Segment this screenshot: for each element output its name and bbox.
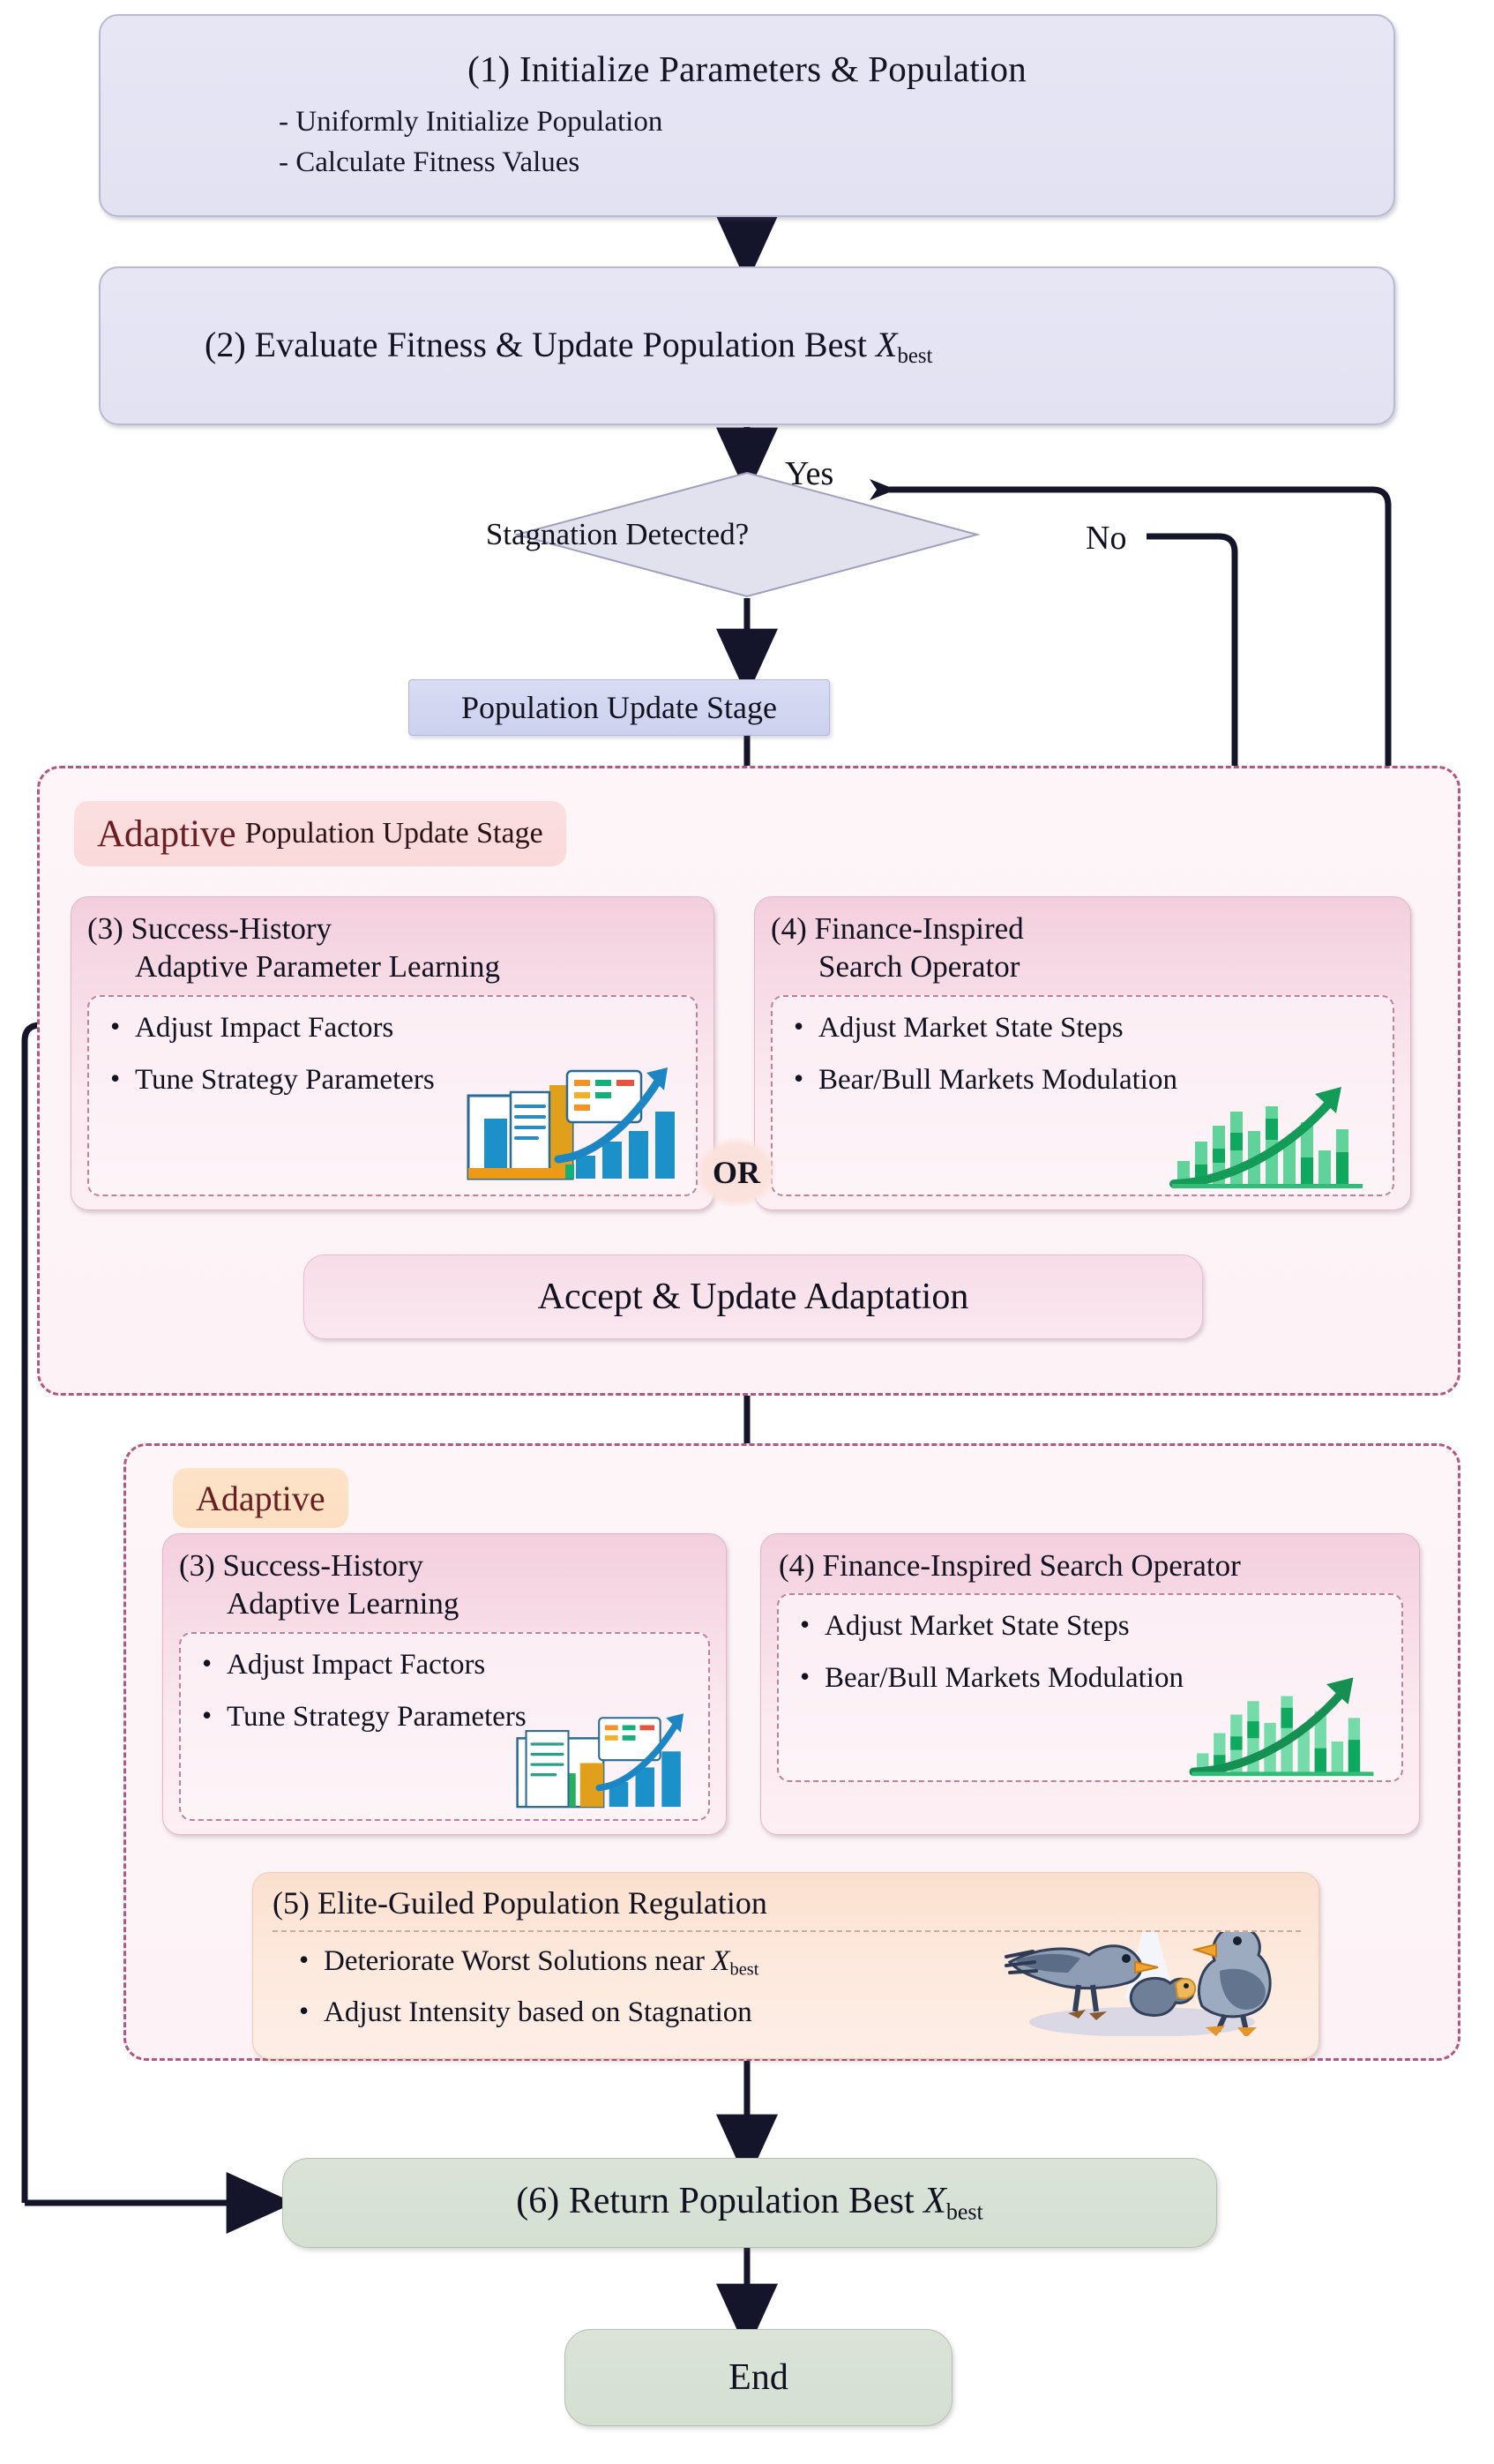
end-box[interactable]: End: [564, 2329, 952, 2426]
card-3a-bullets: Adjust Impact FactorsTune Strategy Param…: [105, 1008, 682, 1099]
card-3b-bullet: Adjust Impact Factors: [202, 1645, 694, 1684]
card-3b-body: Adjust Impact FactorsTune Strategy Param…: [179, 1631, 710, 1821]
end-label: End: [728, 2357, 788, 2398]
step-1-initialize-box[interactable]: (1) Initialize Parameters & Population -…: [99, 14, 1395, 217]
card-3a-heading: (3) Success-History Adaptive Parameter L…: [87, 911, 500, 985]
card-4-finance-inspired-b[interactable]: (4) Finance-Inspired Search Operator Adj…: [760, 1533, 1420, 1835]
section-2-chip-emphasis: Adaptive: [196, 1478, 325, 1518]
card-4b-bullet: Bear/Bull Markets Modulation: [800, 1659, 1387, 1697]
card-5-heading: (5) Elite-Guiled Population Regulation: [273, 1885, 767, 1921]
step-6-return-box[interactable]: (6) Return Population Best Xbest: [282, 2158, 1217, 2248]
card-3b-bullets: Adjust Impact FactorsTune Strategy Param…: [197, 1645, 694, 1736]
card-5-elite-guided-population-regulation[interactable]: (5) Elite-Guiled Population Regulation D…: [252, 1872, 1319, 2059]
step-1-bullet: - Calculate Fitness Values: [279, 146, 580, 178]
card-5-bullet-2: Adjust Intensity based on Stagnation: [299, 1993, 1301, 2032]
card-5-bullet-1: Deteriorate Worst Solutions near Xbest: [299, 1942, 1301, 1981]
or-badge: OR: [697, 1138, 776, 1207]
card-5-bullets: Deteriorate Worst Solutions near Xbest A…: [294, 1942, 1301, 2032]
card-3a-body: Adjust Impact FactorsTune Strategy Param…: [87, 994, 698, 1196]
step-1-title: (1) Initialize Parameters & Population: [467, 49, 1027, 90]
step-2-label: (2) Evaluate Fitness & Update Population…: [205, 324, 933, 368]
step-6-label: (6) Return Population Best Xbest: [516, 2181, 983, 2225]
decision-label: Stagnation Detected?: [485, 517, 750, 551]
card-3a-bullet: Tune Strategy Parameters: [110, 1060, 682, 1099]
yes-arrowhead: [870, 479, 896, 500]
card-3b-bullet: Tune Strategy Parameters: [202, 1697, 694, 1736]
card-4b-heading: (4) Finance-Inspired Search Operator: [779, 1548, 1241, 1583]
step-2-evaluate-box[interactable]: (2) Evaluate Fitness & Update Population…: [99, 266, 1395, 425]
card-4a-bullet: Bear/Bull Markets Modulation: [794, 1060, 1378, 1099]
card-4a-bullets: Adjust Market State StepsBear/Bull Marke…: [788, 1008, 1378, 1099]
card-3a-bullet: Adjust Impact Factors: [110, 1008, 682, 1047]
section-1-chip-emphasis: Adaptive: [97, 813, 236, 855]
accept-label: Accept & Update Adaptation: [537, 1277, 969, 1317]
accept-update-adaptation-box[interactable]: Accept & Update Adaptation: [303, 1254, 1203, 1339]
decision-stagnation-detected[interactable]: Stagnation Detected?: [388, 473, 847, 596]
step-1-bullets: - Uniformly Initialize Population - Calcu…: [136, 102, 662, 183]
section-1-chip-rest: Population Update Stage: [244, 817, 543, 850]
edge-label-no: No: [1086, 520, 1127, 557]
population-update-stage-label: Population Update Stage: [461, 690, 777, 725]
section-1-chip: Adaptive Population Update Stage: [74, 801, 566, 866]
card-4b-bullet: Adjust Market State Steps: [800, 1606, 1387, 1645]
step-1-bullet: - Uniformly Initialize Population: [279, 106, 663, 139]
card-4-finance-inspired-a[interactable]: (4) Finance-Inspired Search Operator Adj…: [754, 896, 1411, 1210]
card-3b-heading: (3) Success-History Adaptive Learning: [179, 1548, 459, 1621]
card-4a-body: Adjust Market State StepsBear/Bull Marke…: [771, 994, 1394, 1196]
edge-label-yes: Yes: [785, 455, 834, 492]
section-2-chip: Adaptive: [173, 1468, 348, 1528]
card-3-success-history-a[interactable]: (3) Success-History Adaptive Parameter L…: [71, 896, 714, 1210]
card-4a-bullet: Adjust Market State Steps: [794, 1008, 1378, 1047]
card-3-success-history-b[interactable]: (3) Success-History Adaptive Learning Ad…: [162, 1533, 727, 1835]
card-4a-heading: (4) Finance-Inspired Search Operator: [771, 911, 1024, 985]
magnifier-icon-slot: [120, 302, 201, 390]
population-update-stage-box[interactable]: Population Update Stage: [408, 679, 830, 736]
card-5-body: Deteriorate Worst Solutions near Xbest A…: [273, 1929, 1301, 2036]
card-4b-body: Adjust Market State StepsBear/Bull Marke…: [777, 1593, 1403, 1783]
card-4b-bullets: Adjust Market State StepsBear/Bull Marke…: [795, 1606, 1387, 1697]
